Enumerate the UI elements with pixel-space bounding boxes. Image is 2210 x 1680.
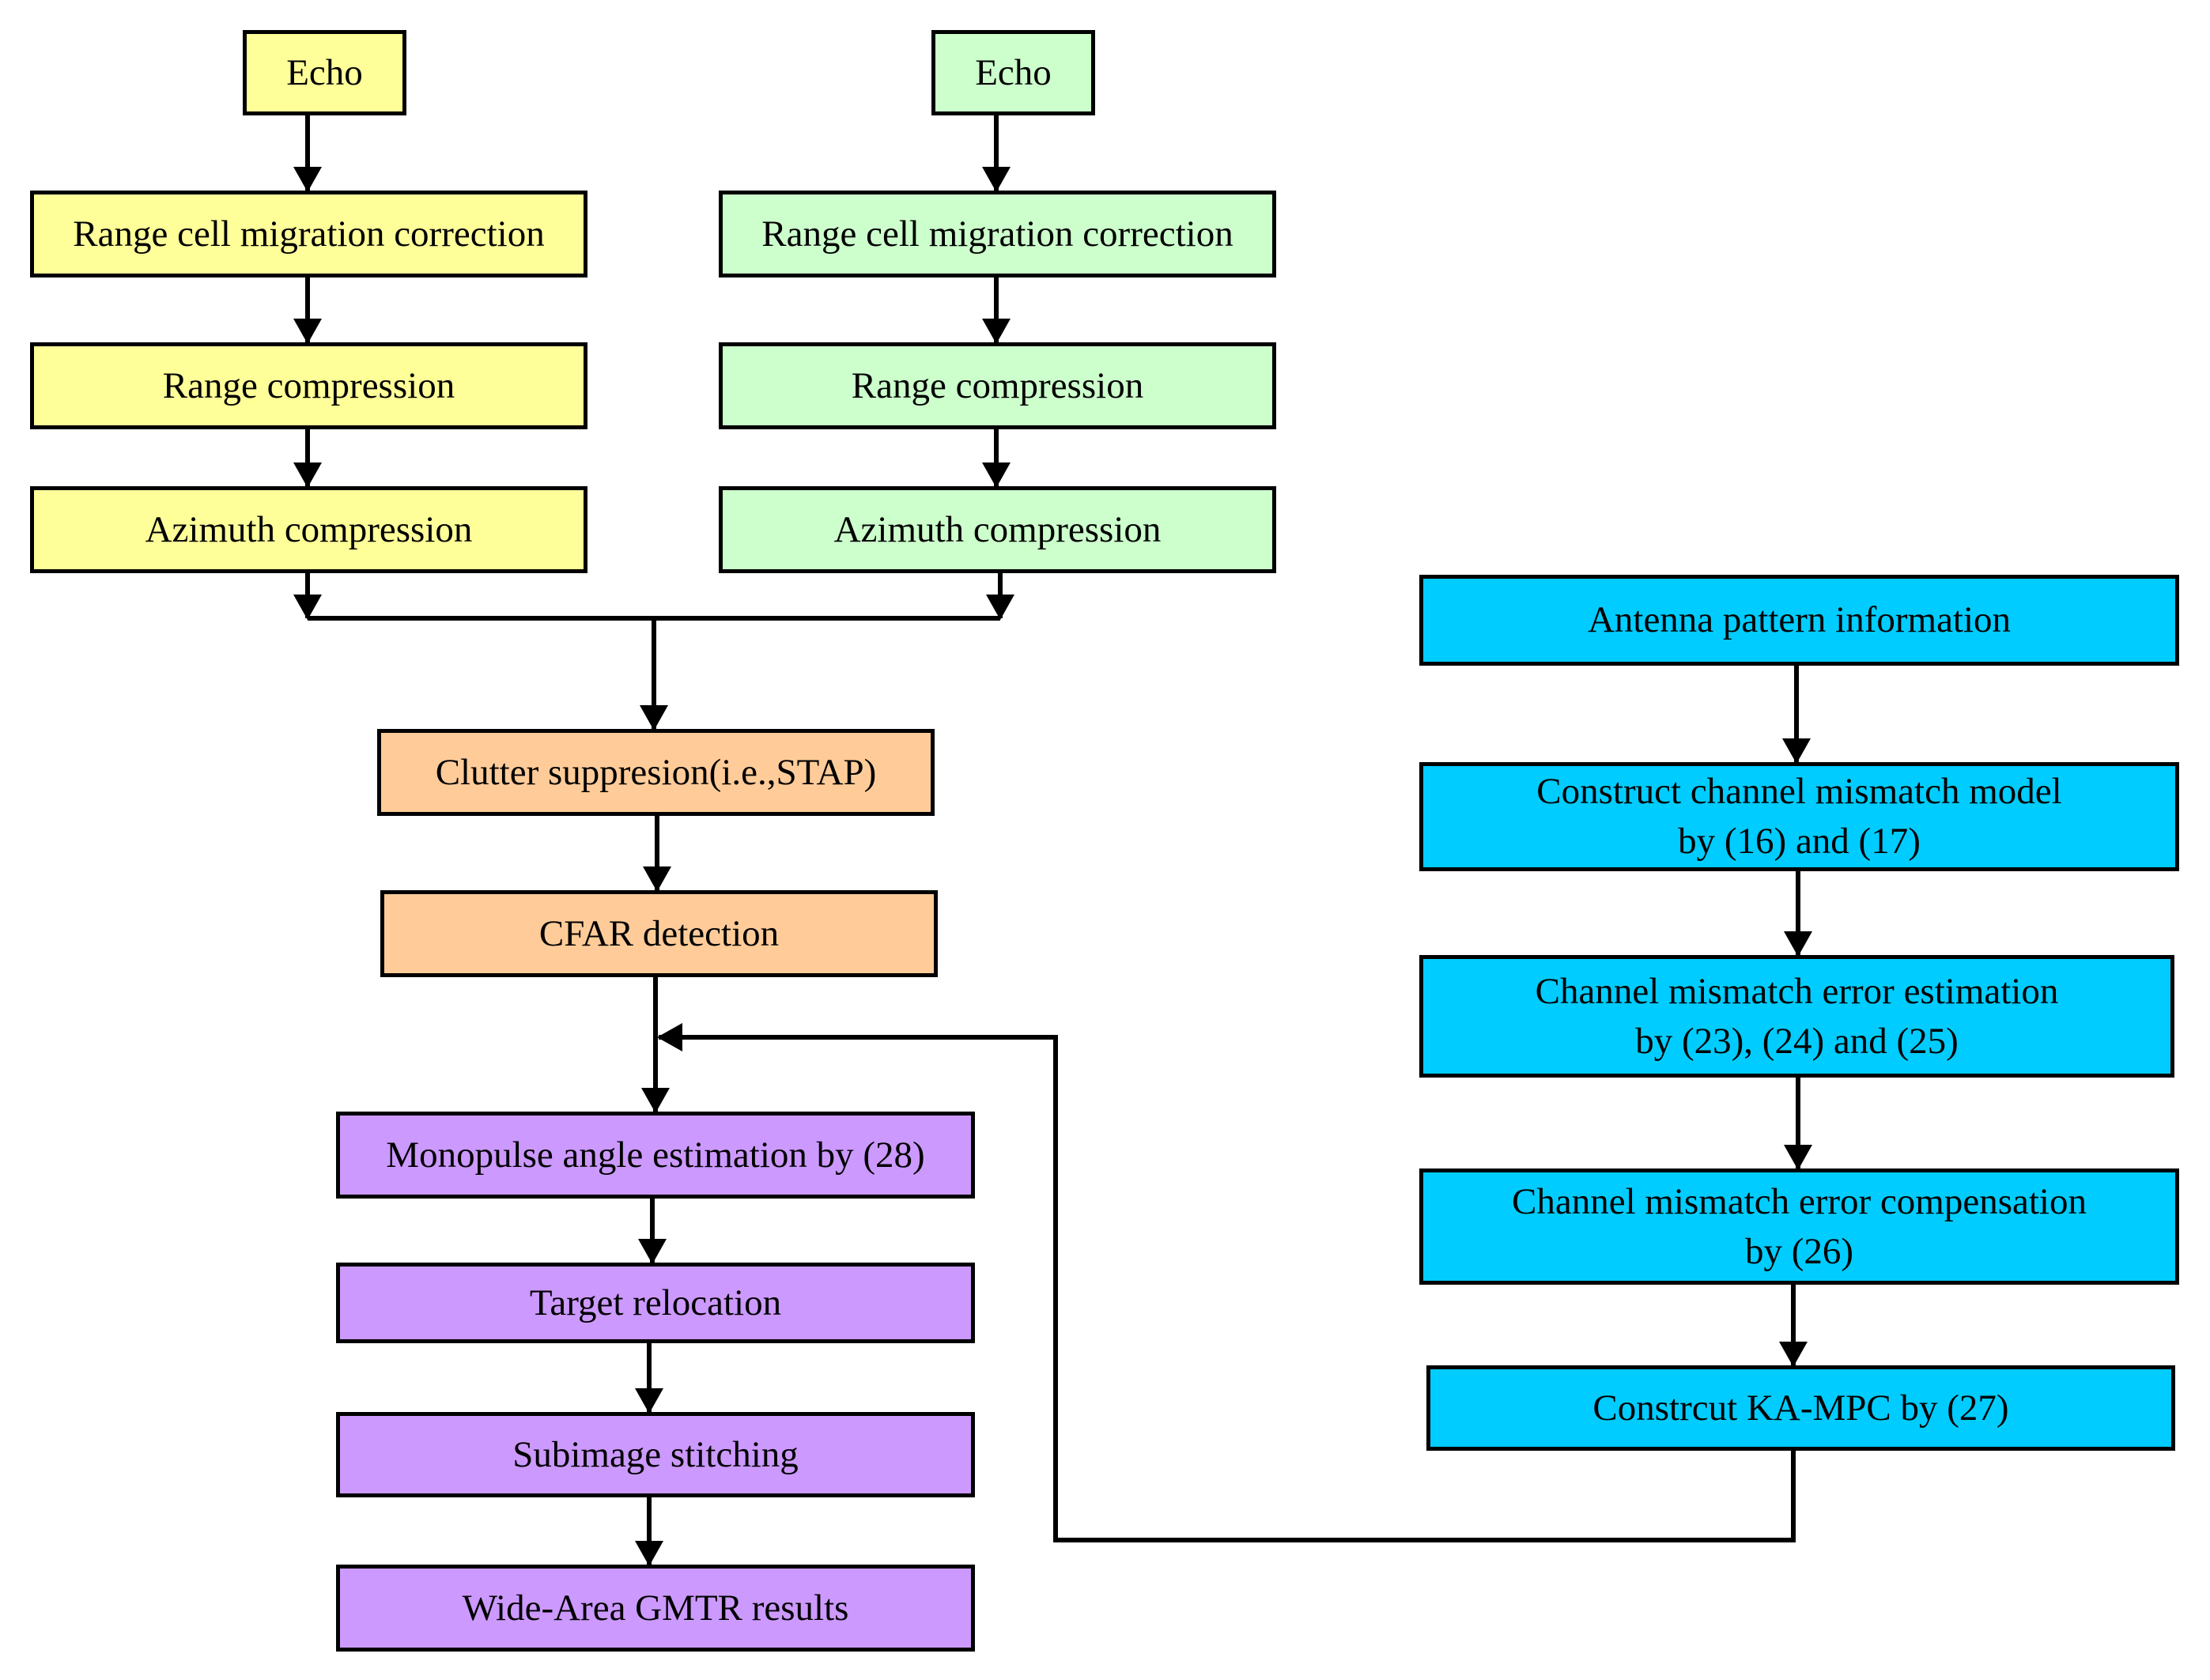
subimage-stitching-box: Subimage stitching	[336, 1412, 975, 1497]
error-estimation-label-line2: by (23), (24) and (25)	[1635, 1020, 1959, 1062]
right-azimuth-compression-label: Azimuth compression	[833, 508, 1162, 550]
right-echo-box: Echo	[931, 30, 1095, 115]
left-azimuth-compression-label: Azimuth compression	[145, 508, 473, 550]
monopulse-estimation-label: Monopulse angle estimation by (28)	[386, 1134, 925, 1176]
left-azimuth-compression-box: Azimuth compression	[30, 486, 587, 573]
left-range-compression-box: Range compression	[30, 342, 587, 429]
right-rcmc-label: Range cell migration correction	[761, 213, 1233, 255]
left-rcmc-box: Range cell migration correction	[30, 191, 587, 277]
target-relocation-box: Target relocation	[336, 1263, 975, 1343]
arrow-kampc-feedback	[657, 1023, 1796, 1542]
mismatch-model-label-line2: by (16) and (17)	[1678, 821, 1921, 862]
error-estimation-box: Channel mismatch error estimation by (23…	[1419, 955, 2174, 1078]
error-compensation-label-line1: Channel mismatch error compensation	[1512, 1180, 2087, 1222]
left-echo-box: Echo	[243, 30, 406, 115]
ka-mpc-box: Constrcut KA-MPC by (27)	[1426, 1365, 2175, 1451]
right-echo-label: Echo	[975, 51, 1052, 93]
error-compensation-label-line2: by (26)	[1744, 1230, 1854, 1272]
cfar-detection-label: CFAR detection	[538, 912, 780, 954]
right-range-compression-box: Range compression	[719, 342, 1276, 429]
gmtr-results-box: Wide-Area GMTR results	[336, 1565, 975, 1652]
subimage-stitching-label: Subimage stitching	[512, 1433, 799, 1475]
antenna-pattern-label: Antenna pattern information	[1587, 599, 2012, 640]
mismatch-model-label-line1: Construct channel mismatch model	[1536, 771, 2062, 812]
left-rcmc-label: Range cell migration correction	[73, 213, 545, 255]
cfar-detection-box: CFAR detection	[380, 890, 938, 977]
left-range-compression-label: Range compression	[162, 364, 455, 406]
right-rcmc-box: Range cell migration correction	[719, 191, 1276, 277]
ka-mpc-label: Constrcut KA-MPC by (27)	[1592, 1387, 2009, 1429]
error-estimation-label-line1: Channel mismatch error estimation	[1535, 970, 2059, 1012]
gmtr-results-label: Wide-Area GMTR results	[462, 1587, 849, 1629]
monopulse-estimation-box: Monopulse angle estimation by (28)	[336, 1112, 975, 1199]
error-compensation-box: Channel mismatch error compensation by (…	[1419, 1168, 2179, 1285]
right-azimuth-compression-box: Azimuth compression	[719, 486, 1276, 573]
antenna-pattern-box: Antenna pattern information	[1419, 575, 2179, 666]
mismatch-model-box: Construct channel mismatch model by (16)…	[1419, 762, 2179, 871]
clutter-suppression-label: Clutter suppresion(i.e.,STAP)	[435, 751, 877, 793]
clutter-suppression-box: Clutter suppresion(i.e.,STAP)	[377, 729, 935, 816]
target-relocation-label: Target relocation	[529, 1282, 782, 1323]
right-range-compression-label: Range compression	[851, 364, 1144, 406]
left-echo-label: Echo	[286, 51, 363, 93]
